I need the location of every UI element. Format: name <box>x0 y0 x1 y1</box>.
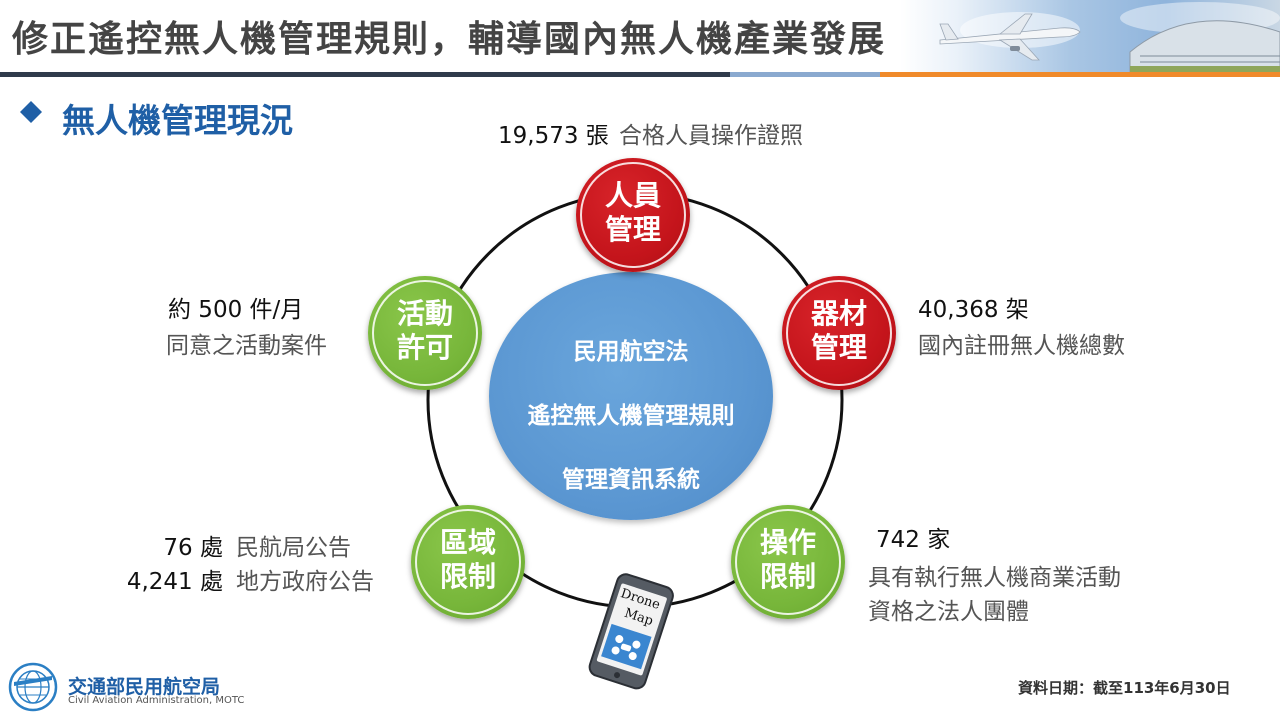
node-area-line1: 區域 <box>439 526 496 559</box>
page-title: 修正遙控無人機管理規則，輔導國內無人機產業發展 <box>12 19 887 60</box>
node-area-line2: 限制 <box>439 560 496 593</box>
stat-area-caa-desc: 民航局公告 <box>236 535 351 561</box>
center-law: 民用航空法 <box>573 339 689 365</box>
header-underline-light <box>730 72 880 77</box>
node-personnel-line2: 管理 <box>604 213 661 246</box>
center-rules: 遙控無人機管理規則 <box>527 403 735 429</box>
stat-personnel: 19,573 張 合格人員操作證照 <box>498 116 803 150</box>
phone-icon <box>588 573 674 690</box>
stat-operation-value: 742 家 <box>876 527 951 553</box>
node-personnel-management: 人員 管理 <box>576 158 690 272</box>
node-equipment-line1: 器材 <box>810 297 867 330</box>
header-underline-dark <box>0 72 730 77</box>
stat-equipment-value: 40,368 架 <box>918 297 1029 323</box>
stat-area-local-desc: 地方政府公告 <box>236 569 374 595</box>
stat-area-caa-value: 76 處 <box>163 535 223 561</box>
stat-personnel-value: 19,573 張 <box>498 123 609 149</box>
stat-operation-desc-line1: 具有執行無人機商業活動 <box>868 565 1121 591</box>
stat-activity-value: 約 500 件/月 <box>168 297 304 323</box>
stat-area-local-value: 4,241 處 <box>126 569 223 595</box>
stat-equipment-desc: 國內註冊無人機總數 <box>918 333 1125 359</box>
diamond-bullet-icon <box>20 101 42 123</box>
header-airport-photo <box>900 0 1280 72</box>
node-operation-line1: 操作 <box>759 526 816 559</box>
node-equipment-management: 器材 管理 <box>782 276 896 390</box>
node-area-restriction: 區域 限制 <box>411 505 525 619</box>
stat-operation-desc-line2: 資格之法人團體 <box>868 599 1029 625</box>
node-operation-line2: 限制 <box>759 560 816 593</box>
stat-area-value-1: 76 處 <box>118 528 223 562</box>
stat-area-value-2: 4,241 處 <box>98 562 223 596</box>
airplane-icon <box>939 2 1280 72</box>
node-equipment-line2: 管理 <box>810 331 867 364</box>
data-date: 資料日期：截至113年6月30日 <box>1018 679 1231 697</box>
node-personnel-line1: 人員 <box>604 179 661 212</box>
center-system: 管理資訊系統 <box>562 467 700 493</box>
center-circle: 民用航空法 遙控無人機管理規則 管理資訊系統 <box>489 272 773 520</box>
section-title: 無人機管理現況 <box>62 101 293 140</box>
node-activity-permit: 活動 許可 <box>368 276 482 390</box>
node-activity-line2: 許可 <box>396 331 453 364</box>
drone-map-phone: Drone Map <box>580 572 680 692</box>
caa-logo-icon <box>8 662 58 712</box>
header-underline-orange <box>880 72 1280 77</box>
org-name-english: Civil Aviation Administration, MOTC <box>68 695 245 706</box>
header-bar: 修正遙控無人機管理規則，輔導國內無人機產業發展 <box>0 0 1280 78</box>
stat-personnel-desc: 合格人員操作證照 <box>618 123 803 149</box>
org-name: 交通部民用航空局 <box>68 676 221 698</box>
node-activity-line1: 活動 <box>396 297 453 330</box>
node-operation-restriction: 操作 限制 <box>731 505 845 619</box>
stat-activity-desc: 同意之活動案件 <box>166 333 327 359</box>
